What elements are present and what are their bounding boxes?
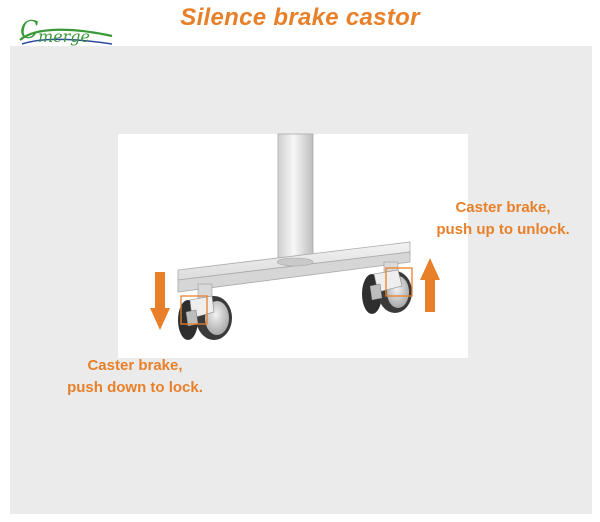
logo-text: merge: [38, 27, 90, 46]
column-pole: [277, 133, 314, 263]
right-castor: [362, 261, 412, 314]
logo-initial: C: [20, 16, 38, 44]
unlock-instruction: Caster brake, push up to unlock.: [418, 197, 588, 241]
base-beam-front: [177, 251, 411, 293]
merge-logo: C merge: [19, 16, 113, 46]
left-castor: [178, 283, 232, 340]
left-brake-highlight-box-icon: [180, 295, 208, 325]
arrow-down-icon: [150, 272, 170, 330]
right-brake-highlight-box-icon: [385, 267, 413, 297]
page-title: Silence brake castor: [180, 4, 420, 31]
lock-line-2: push down to lock.: [67, 379, 203, 396]
lock-line-1: Caster brake,: [87, 357, 183, 374]
lock-instruction: Caster brake, push down to lock.: [40, 355, 230, 399]
unlock-line-1: Caster brake,: [455, 199, 551, 216]
arrow-up-icon: [420, 258, 440, 312]
unlock-line-2: push up to unlock.: [436, 221, 570, 238]
